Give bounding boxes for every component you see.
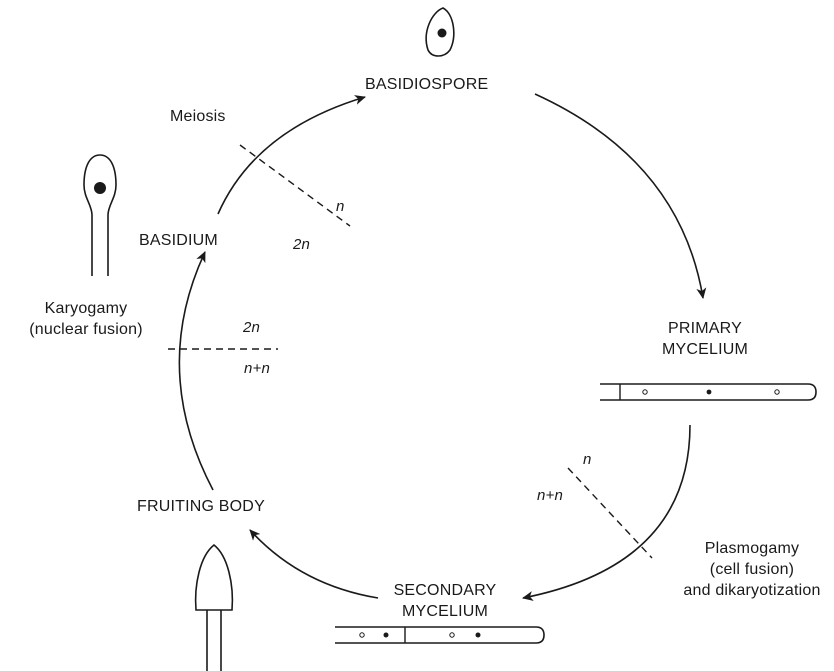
plasmogamy-label-line1: Plasmogamy	[672, 538, 832, 559]
basidium-label: BASIDIUM	[139, 230, 218, 251]
basidiospore-label: BASIDIOSPORE	[365, 74, 488, 95]
plasmogamy-before-ploidy: n	[583, 449, 592, 470]
arrow-basidiospore-to-primary	[535, 94, 703, 298]
arrow-primary-to-secondary	[523, 425, 690, 598]
basidium-icon	[84, 155, 116, 276]
plasmogamy-label-line2: (cell fusion)	[672, 559, 832, 580]
primary-mycelium-label-line1: PRIMARY	[640, 318, 770, 339]
secondary-mycelium-label: SECONDARY MYCELIUM	[370, 580, 520, 622]
plasmogamy-label-line3: and dikaryotization	[672, 580, 832, 601]
secondary-mycelium-label-line2: MYCELIUM	[370, 601, 520, 622]
karyogamy-before-ploidy: n+n	[244, 358, 270, 379]
meiosis-before-ploidy: 2n	[293, 234, 310, 255]
karyogamy-label: Karyogamy (nuclear fusion)	[6, 298, 166, 340]
secondary-mycelium-label-line1: SECONDARY	[370, 580, 520, 601]
karyogamy-label-line1: Karyogamy	[6, 298, 166, 319]
plasmogamy-dashed-line	[568, 468, 652, 558]
karyogamy-label-line2: (nuclear fusion)	[6, 319, 166, 340]
meiosis-after-ploidy: n	[336, 196, 345, 217]
primary-mycelium-hypha-icon	[600, 384, 816, 400]
fruiting-body-label: FRUITING BODY	[137, 496, 265, 517]
primary-mycelium-label-line2: MYCELIUM	[640, 339, 770, 360]
basidiospore-icon	[426, 8, 454, 56]
arrow-fruiting-body-to-basidium	[179, 252, 213, 490]
plasmogamy-label: Plasmogamy (cell fusion) and dikaryotiza…	[672, 538, 832, 601]
primary-mycelium-label: PRIMARY MYCELIUM	[640, 318, 770, 360]
arrow-secondary-to-fruiting-body	[250, 530, 378, 598]
meiosis-label: Meiosis	[170, 106, 226, 127]
karyogamy-after-ploidy: 2n	[243, 317, 260, 338]
fruiting-body-icon	[196, 545, 233, 671]
secondary-mycelium-hypha-icon	[335, 627, 544, 643]
plasmogamy-after-ploidy: n+n	[537, 485, 563, 506]
